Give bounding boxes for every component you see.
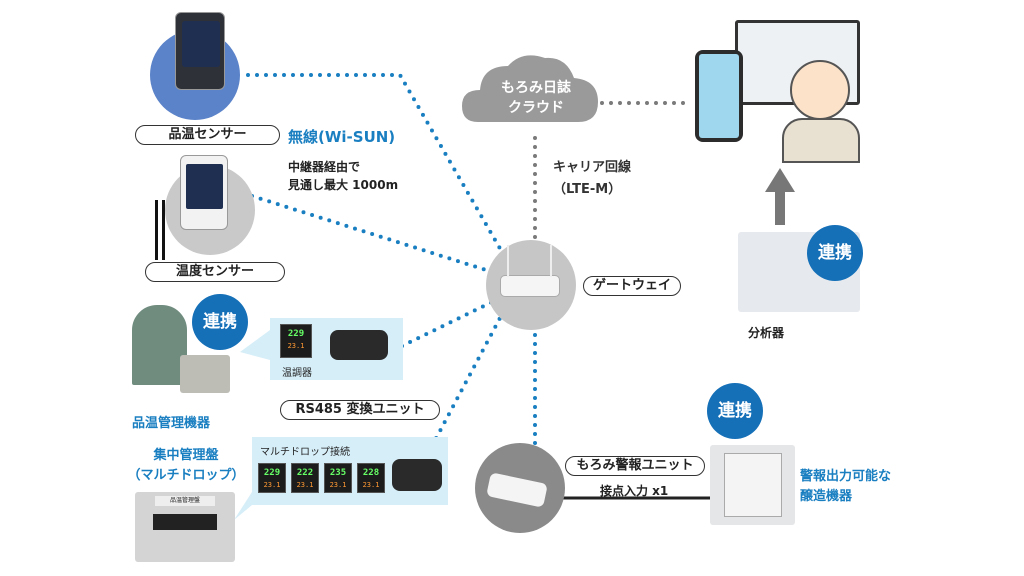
rs485-converter-image — [392, 459, 442, 491]
panel-controllers — [153, 514, 217, 530]
wireless-title: 無線(Wi-SUN) — [288, 128, 396, 146]
carrier-label: キャリア回線 （LTE-M） — [553, 157, 631, 201]
central-panel-title: 集中管理盤 — [153, 448, 219, 463]
temp-control-unit-image — [180, 355, 230, 393]
wisun-link-product-sensor — [246, 73, 504, 254]
central-panel-image: 品温管理盤 — [135, 492, 235, 562]
multidrop-label: マルチドロップ接続 — [260, 447, 350, 458]
central-panel-plate: 品温管理盤 — [155, 496, 215, 506]
carrier-title: キャリア回線 — [553, 160, 632, 175]
wireless-range-line1: 中継器経由で — [288, 160, 361, 174]
carrier-subtitle: （LTE-M） — [553, 182, 622, 197]
temp-sensor-image — [180, 155, 228, 230]
rs485-link-multidrop — [430, 316, 502, 448]
contact-input-label: 接点入力 x1 — [600, 484, 669, 498]
alarm-unit-label: もろみ警報ユニット — [565, 456, 705, 476]
central-panel-subtitle: （マルチドロップ） — [127, 468, 245, 483]
analyzer-label: 分析器 — [748, 326, 785, 340]
wireless-range: 中継器経由で 見通し最大 1000m — [288, 158, 398, 194]
brewing-equipment-line1: 警報出力可能な — [800, 469, 892, 484]
cloud-label: もろみ日誌 クラウド — [476, 78, 596, 118]
gateway-label: ゲートウェイ — [583, 276, 681, 296]
integration-badge: 連携 — [707, 383, 763, 439]
tank-image — [132, 305, 187, 385]
user-avatar — [790, 60, 850, 120]
cloud-subtitle: クラウド — [508, 100, 564, 116]
probe-icon — [155, 200, 158, 260]
integration-badge: 連携 — [807, 225, 863, 281]
up-arrow-icon — [765, 168, 795, 225]
smartphone-image — [695, 50, 743, 142]
integration-badge: 連携 — [192, 294, 248, 350]
user-body — [782, 118, 860, 163]
temp-controller-label: 温調器 — [282, 368, 312, 379]
antenna-icon — [507, 245, 509, 277]
cloud-title: もろみ日誌 — [501, 80, 571, 96]
central-panel-label: 集中管理盤 （マルチドロップ） — [126, 446, 246, 486]
antenna-icon — [550, 245, 552, 277]
probe-icon — [162, 200, 165, 260]
rs485-converter-label: RS485 変換ユニット — [280, 400, 440, 420]
temp-sensor-label: 温度センサー — [145, 262, 285, 282]
product-temp-sensor-image — [175, 12, 225, 90]
wireless-range-line2: 見通し最大 1000m — [288, 178, 399, 192]
gateway-router-image — [500, 275, 560, 297]
rs485-link-temp-controller — [400, 300, 494, 348]
product-temp-sensor-label: 品温センサー — [135, 125, 280, 145]
rs485-converter-image — [330, 330, 388, 360]
cloud-icon — [462, 55, 598, 123]
brewing-equipment-line2: 醸造機器 — [800, 489, 853, 504]
brewing-equipment-label: 警報出力可能な 醸造機器 — [800, 467, 891, 507]
brewing-equipment-image — [710, 445, 795, 525]
product-temp-equipment-label: 品温管理機器 — [132, 416, 211, 431]
